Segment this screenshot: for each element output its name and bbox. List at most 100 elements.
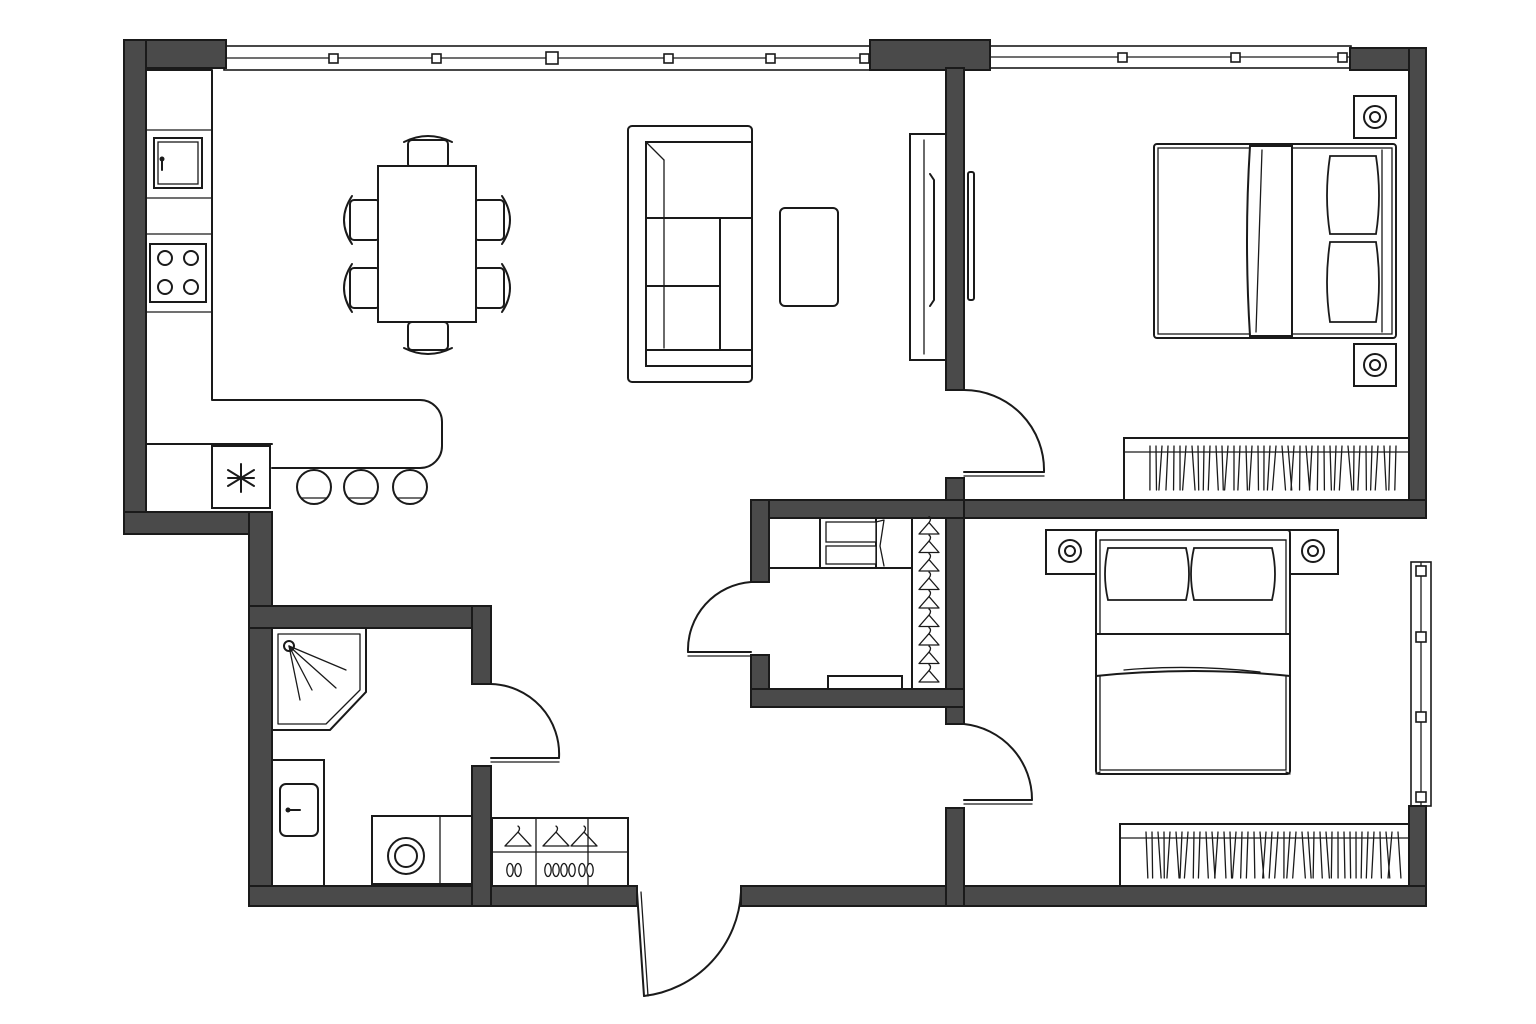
wardrobe-garment <box>1197 831 1201 879</box>
wardrobe-garment <box>1181 445 1187 491</box>
wardrobe-garment <box>1166 831 1171 879</box>
bedroom-1-door[interactable] <box>963 389 1046 477</box>
tv-icon <box>967 171 975 301</box>
closet-bench <box>827 675 903 690</box>
wardrobe-garment <box>1374 445 1379 491</box>
wardrobe-garment <box>1231 831 1237 879</box>
wardrobe-garment <box>1307 831 1312 879</box>
nightstand-2a <box>1045 529 1099 575</box>
wardrobe-garment <box>1214 831 1219 879</box>
bedroom-2-door[interactable] <box>963 723 1034 805</box>
hanger-icon <box>918 626 940 646</box>
hanger-icon <box>918 571 940 591</box>
wardrobe-garment <box>1387 831 1393 879</box>
shoe-icon <box>506 862 514 878</box>
corner-shower <box>271 627 367 731</box>
wardrobe-garment <box>1197 445 1200 491</box>
bathroom-door[interactable] <box>490 683 561 763</box>
wardrobe-garment <box>1157 831 1162 879</box>
wardrobe-garment <box>1207 445 1211 491</box>
shoe-icon <box>552 862 560 878</box>
kitchen-counter <box>145 69 443 469</box>
wardrobe-garment <box>1229 831 1233 879</box>
wardrobe-garment <box>1338 445 1343 491</box>
wardrobe-garment <box>1290 445 1295 491</box>
wardrobe-garment <box>1223 445 1229 491</box>
wardrobe-garment <box>1333 445 1337 491</box>
wardrobe-garment <box>1215 445 1219 491</box>
wardrobe-garment <box>1394 445 1397 491</box>
wardrobe-garment <box>1286 831 1291 879</box>
wardrobe-garment <box>1253 831 1256 879</box>
wardrobe-garment <box>1308 445 1313 491</box>
shoe-icon <box>514 862 522 878</box>
closet-hanger-rail <box>911 515 947 690</box>
wardrobe-garment <box>1223 831 1227 879</box>
wardrobe-garment <box>1312 831 1315 879</box>
wardrobe-garment <box>1211 831 1216 879</box>
wardrobe-garment <box>1347 445 1353 491</box>
shoe-icon <box>544 862 552 878</box>
hanger-icon <box>918 515 940 535</box>
nightstand-2b <box>1287 529 1339 575</box>
wardrobe-garment <box>1281 445 1287 491</box>
wardrobe-garment <box>1191 445 1196 491</box>
hanger-icon <box>918 552 940 572</box>
walk-in-closet-door[interactable] <box>686 581 752 657</box>
bed-1 <box>1153 143 1397 339</box>
wardrobe-garment <box>1357 445 1361 491</box>
shoe-icon <box>560 862 568 878</box>
wardrobe-garment <box>1292 831 1297 879</box>
sectional-sofa <box>627 125 753 383</box>
living-room-window <box>223 45 873 71</box>
wardrobe-garment <box>1274 831 1279 879</box>
bedroom-1-window <box>988 45 1352 69</box>
wardrobe-garment <box>1262 831 1267 879</box>
wardrobe-garment <box>1245 445 1249 491</box>
wardrobe-garment <box>1379 831 1383 879</box>
wardrobe-garment <box>1237 445 1241 491</box>
wardrobe-garment <box>1145 831 1149 879</box>
wardrobe-garment <box>1192 831 1195 879</box>
dining-chairs <box>343 135 511 355</box>
hanger-icon <box>918 534 940 554</box>
wardrobe-garment <box>1202 445 1205 491</box>
washbasin-icon <box>271 759 325 887</box>
tv-unit <box>909 133 947 361</box>
wardrobe-garment <box>1175 831 1180 879</box>
washing-machine-icon <box>371 815 473 885</box>
dining-table <box>377 165 477 323</box>
wardrobe-garment <box>1305 445 1311 491</box>
fridge-icon <box>211 445 271 509</box>
hanger-icon <box>504 825 532 847</box>
wardrobe-garment <box>1266 445 1271 491</box>
entrance-door[interactable] <box>636 891 742 997</box>
wardrobe-garment <box>1330 831 1333 879</box>
wardrobe-garment <box>1271 445 1277 491</box>
wardrobe-garment <box>1369 445 1373 491</box>
shoe-icon <box>568 862 576 878</box>
wardrobe-garment <box>1370 831 1375 879</box>
cooktop-icon <box>149 243 207 303</box>
wardrobe-garment <box>1388 445 1391 491</box>
wardrobe-garment <box>1179 831 1183 879</box>
hanger-icon <box>918 645 940 665</box>
wardrobe-garment <box>1316 445 1319 491</box>
bedroom-2-window <box>1410 561 1432 807</box>
wardrobe-garment <box>1325 831 1331 879</box>
wardrobe-garment <box>1158 445 1163 491</box>
nightstand-1b <box>1353 343 1397 387</box>
coat-rack <box>491 817 629 887</box>
closet-shelving <box>768 517 913 569</box>
wardrobe-garment <box>1165 445 1169 491</box>
hanger-icon <box>570 825 598 847</box>
bar-stools <box>296 469 428 505</box>
hanger-icon <box>918 663 940 683</box>
wardrobe-garment <box>1383 445 1387 491</box>
hanger-icon <box>918 608 940 628</box>
wardrobe-garment <box>1343 831 1346 879</box>
shoe-icon <box>578 862 586 878</box>
wardrobe-garment <box>1205 831 1209 879</box>
wardrobe-garment <box>1268 831 1273 879</box>
wardrobe-garment <box>1397 831 1402 879</box>
